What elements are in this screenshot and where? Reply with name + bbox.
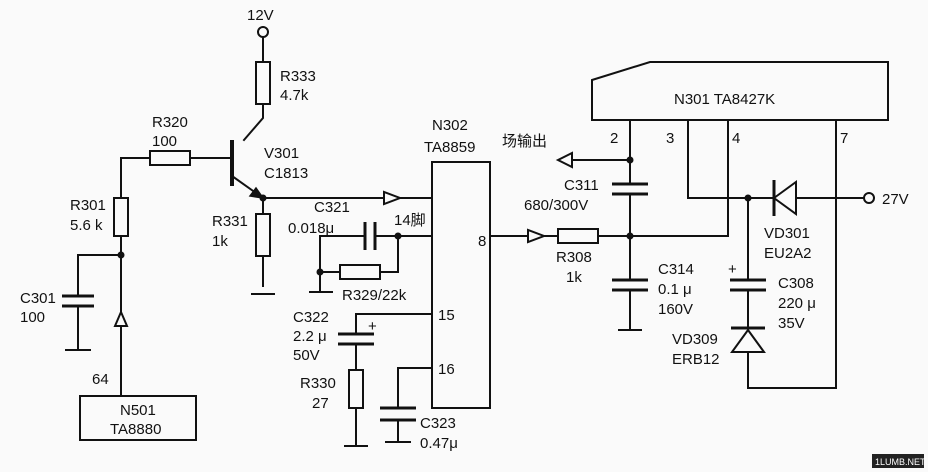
capacitor-c323 (380, 406, 416, 422)
r308-ref: R308 (556, 249, 592, 266)
wire-collector (242, 103, 264, 142)
resistor-r330 (348, 369, 364, 409)
resistor-r333 (255, 61, 271, 105)
c322-plus: + (368, 318, 377, 335)
vd309-ref: VD309 (672, 331, 718, 348)
vd301-part: EU2A2 (764, 245, 812, 262)
field-output-label: 场输出 (502, 133, 547, 150)
output-arrow-left-icon (555, 151, 573, 169)
c308-plus: + (728, 261, 737, 278)
n501-part: TA8880 (110, 421, 161, 438)
c323-ref: C323 (420, 415, 456, 432)
c314-value: 0.1 μ (658, 281, 692, 298)
r301-value: 5.6 k (70, 217, 103, 234)
capacitor-c314 (612, 278, 648, 292)
capacitor-c301 (62, 294, 94, 308)
ic-n302 (431, 161, 491, 409)
capacitor-c311 (612, 182, 648, 196)
n301-pin7-label: 7 (840, 130, 848, 147)
c323-value: 0.47μ (420, 435, 458, 452)
c301-value: 100 (20, 309, 45, 326)
ground-symbol-c321 (309, 235, 333, 293)
ground-symbol-r330 (344, 407, 368, 447)
transistor-emitter-arrow-icon (248, 186, 265, 200)
ground-symbol-r331 (251, 255, 275, 295)
r331-value: 1k (212, 233, 228, 250)
c321-value: 0.018μ (288, 220, 334, 237)
capacitor-c308 (730, 278, 766, 292)
watermark-box (872, 454, 924, 468)
wire-pin3 (687, 119, 865, 199)
watermark-text: 1LUMB.NET (875, 457, 926, 467)
wire-c308-vd309 (747, 119, 837, 389)
r301-ref: R301 (70, 197, 106, 214)
capacitor-c321 (363, 222, 377, 250)
c322-voltage: 50V (293, 347, 320, 364)
n302-pin8-label: 8 (478, 233, 486, 250)
wire (77, 235, 122, 351)
r308-value: 1k (566, 269, 582, 286)
r333-value: 4.7k (280, 87, 309, 104)
resistor-r331 (255, 213, 271, 257)
r330-ref: R330 (300, 375, 336, 392)
signal-arrow-right-icon (383, 190, 403, 206)
c322-value: 2.2 μ (293, 328, 327, 345)
ic-n301 (591, 61, 889, 121)
c308-value: 220 μ (778, 295, 816, 312)
wire-c314 (618, 235, 642, 331)
c321-ref: C321 (314, 199, 350, 216)
ic-n501 (79, 395, 197, 441)
signal-arrow-right-icon (527, 228, 547, 244)
r329-label: R329/22k (342, 287, 407, 304)
resistor-r320 (149, 150, 191, 166)
c308-voltage: 35V (778, 315, 805, 332)
wire-pin15 (355, 313, 433, 371)
n501-pin-64: 64 (92, 371, 109, 388)
vd309-part: ERB12 (672, 351, 720, 368)
resistor-r301 (113, 197, 129, 237)
supply-27v-terminal (863, 192, 875, 204)
c314-voltage: 160V (658, 301, 693, 318)
wire-r329 (319, 235, 399, 273)
vd301-ref: VD301 (764, 225, 810, 242)
wire-pin16 (385, 367, 433, 443)
v301-ref: V301 (264, 145, 299, 162)
n302-pin14-label: 14脚 (394, 212, 426, 229)
n302-ref: N302 (432, 117, 468, 134)
r330-value: 27 (312, 395, 329, 412)
n302-pin16-label: 16 (438, 361, 455, 378)
r333-ref: R333 (280, 68, 316, 85)
n301-pin2-label: 2 (610, 130, 618, 147)
supply-27v-label: 27V (882, 191, 909, 208)
v301-part: C1813 (264, 165, 308, 182)
c308-ref: C308 (778, 275, 814, 292)
r320-value: 100 (152, 133, 177, 150)
c322-ref: C322 (293, 309, 329, 326)
capacitor-c322 (338, 332, 374, 346)
c301-ref: C301 (20, 290, 56, 307)
resistor-r329 (339, 264, 381, 280)
n302-pin15-label: 15 (438, 307, 455, 324)
n301-label: N301 TA8427K (674, 91, 775, 108)
supply-12v-terminal (257, 26, 269, 38)
signal-arrow-up-icon (113, 309, 129, 327)
n301-pin3-label: 3 (666, 130, 674, 147)
c311-value: 680/300V (524, 197, 588, 214)
r331-ref: R331 (212, 213, 248, 230)
n301-pin4-label: 4 (732, 130, 740, 147)
diode-vd301 (772, 180, 797, 216)
diode-vd309 (730, 328, 766, 353)
supply-12v-label: 12V (247, 7, 274, 24)
r320-ref: R320 (152, 114, 188, 131)
c311-ref: C311 (564, 177, 599, 194)
n302-part: TA8859 (424, 139, 475, 156)
resistor-r308 (557, 228, 599, 244)
n501-ref: N501 (120, 402, 156, 419)
c314-ref: C314 (658, 261, 694, 278)
